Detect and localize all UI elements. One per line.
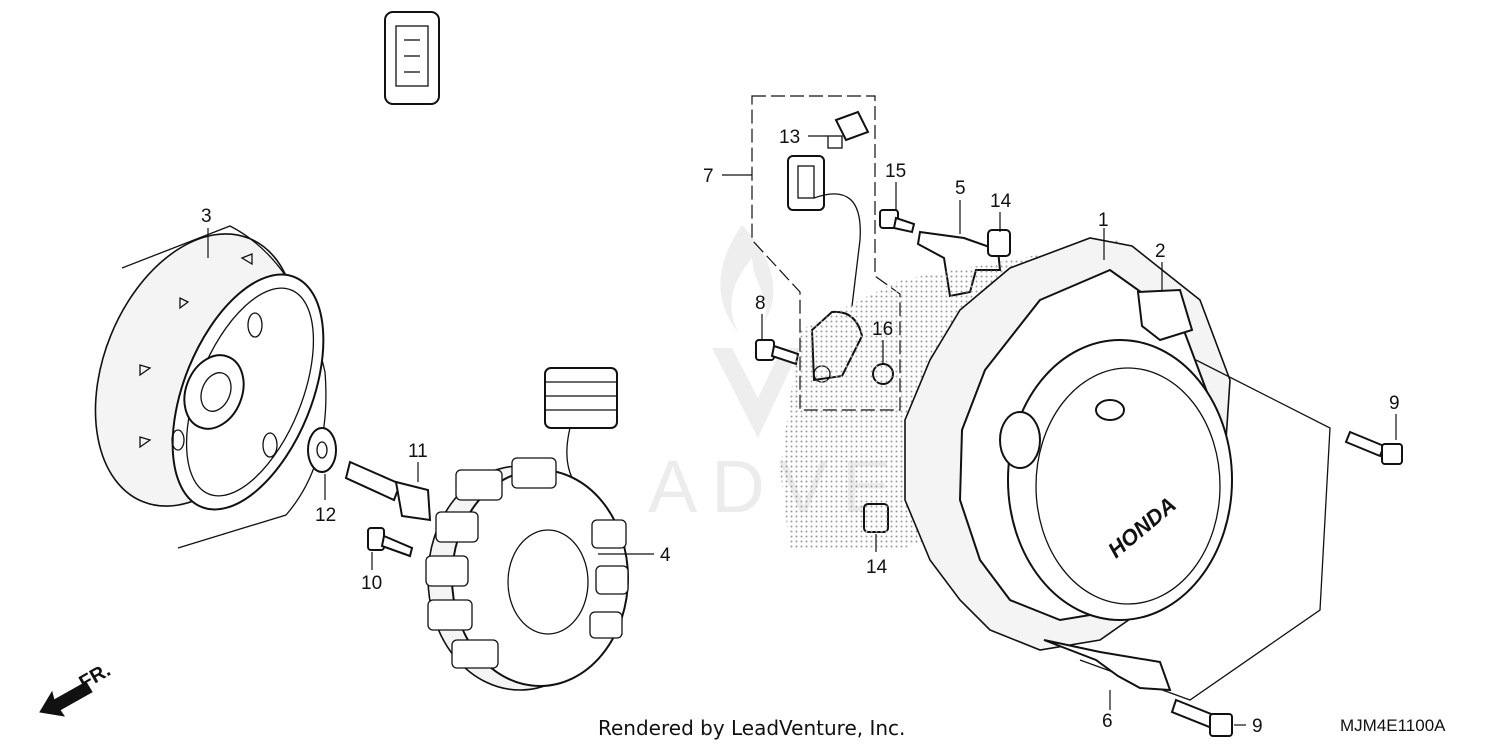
callout-11: 11 [408,441,428,462]
callout-12: 12 [315,505,336,526]
stator-harness [384,11,630,691]
callout-14-upper: 14 [990,191,1012,212]
flywheel-bolt [344,460,432,522]
callout-7: 7 [703,166,714,187]
callout-8: 8 [755,293,766,314]
rendered-by-credit: Rendered by LeadVenture, Inc. [598,716,906,740]
callout-14-lower: 14 [866,557,888,578]
stator-bolt [367,527,414,558]
bracket-bolt [879,209,916,234]
callout-4: 4 [660,545,671,566]
diagram-code: MJM4E1100A [1340,716,1446,735]
callout-1: 1 [1098,210,1109,231]
part-callouts: 1 2 3 4 5 6 7 8 9 9 10 11 12 13 14 14 15… [201,127,1400,737]
callout-16: 16 [872,319,893,340]
callout-5: 5 [955,178,966,199]
cover-bolt-upper [1344,430,1403,465]
crankcase-cover: HONDA [780,237,1331,701]
callout-3: 3 [201,206,212,227]
callout-9-upper: 9 [1389,393,1400,414]
callout-15: 15 [885,161,906,182]
front-direction-arrow: FR. [39,659,114,717]
dowel-pin-upper [987,229,1011,257]
cover-bolt-lower [1170,698,1233,737]
callout-10: 10 [361,573,382,594]
callout-2: 2 [1155,241,1166,262]
washer [307,427,337,473]
callout-9-lower: 9 [1252,716,1263,737]
arrow-icon [39,681,93,717]
callout-13: 13 [779,127,800,148]
flywheel-rotor [94,225,327,549]
leader-lines [207,135,1397,726]
lower-bracket [1043,639,1172,692]
callout-6: 6 [1102,711,1113,732]
